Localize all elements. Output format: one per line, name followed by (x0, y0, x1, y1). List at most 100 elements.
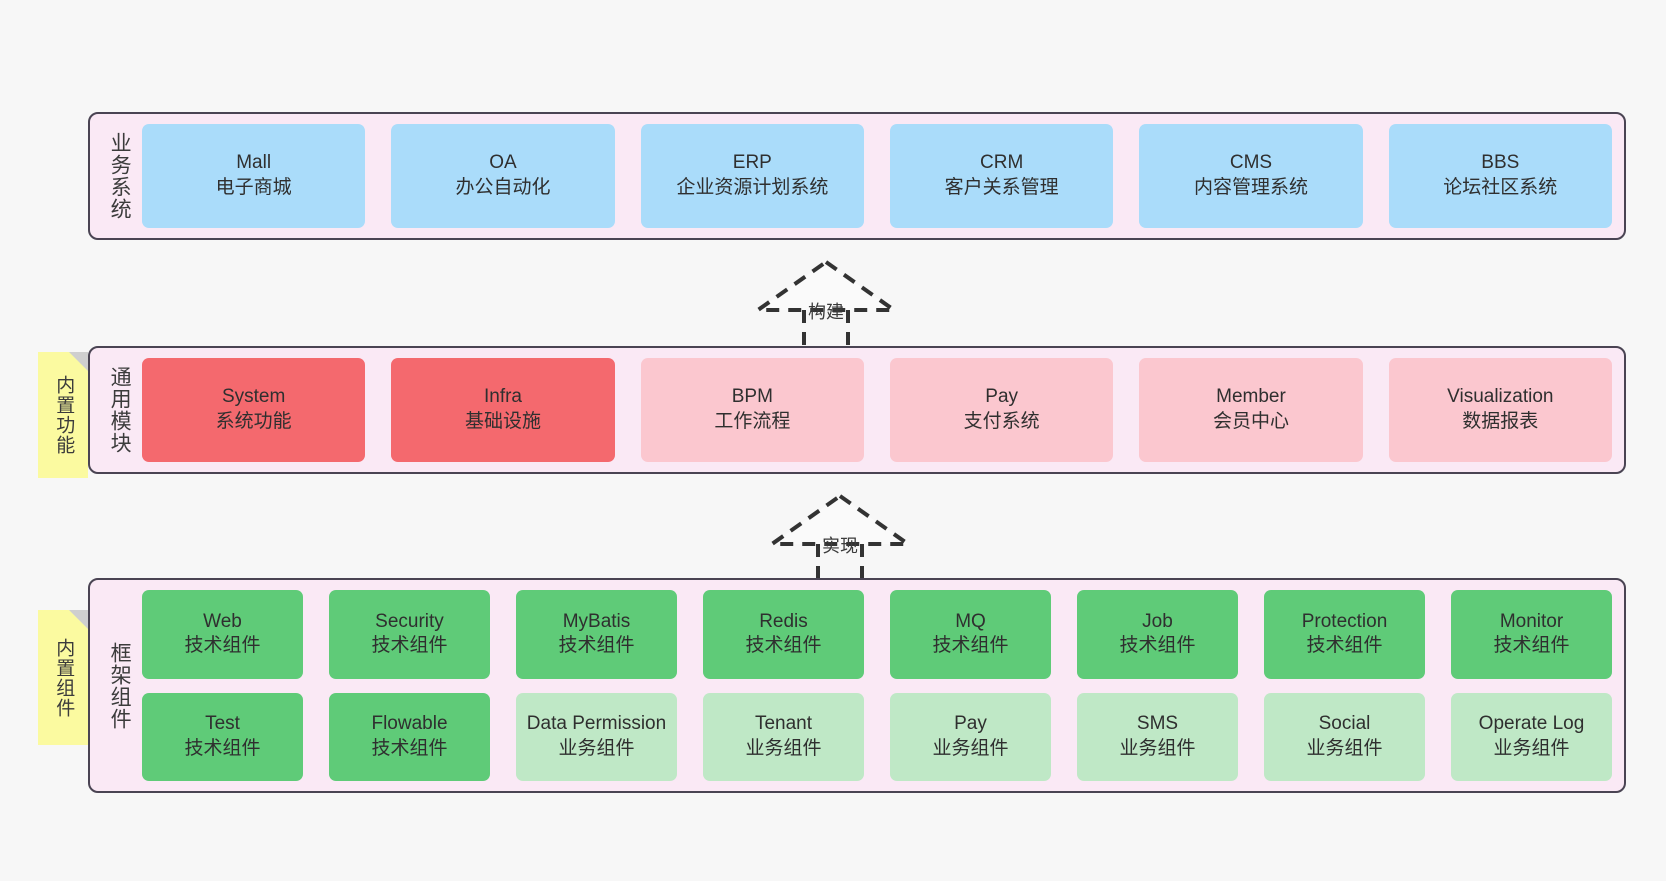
card-crm-cn: 客户关系管理 (944, 177, 1059, 198)
card-flowable-cn: 技术组件 (371, 737, 448, 759)
card-web-en: Web (203, 610, 242, 632)
card-mq-en: MQ (955, 610, 986, 632)
card-infra-cn: 基础设施 (464, 411, 541, 432)
sticky-fold-icon (69, 352, 88, 371)
layer-framework-body: Web 技术组件 Security 技术组件 MyBatis 技术组件 Redi… (142, 590, 1612, 781)
card-mq-cn: 技术组件 (932, 635, 1009, 657)
card-mall-en: Mall (236, 152, 272, 174)
card-mybatis[interactable]: MyBatis 技术组件 (516, 590, 677, 679)
sticky-fold-icon (69, 610, 88, 629)
card-tenant[interactable]: Tenant 业务组件 (703, 692, 864, 781)
card-bbs[interactable]: BBS 论坛社区系统 (1388, 124, 1612, 228)
card-social[interactable]: Social 业务组件 (1264, 692, 1425, 781)
card-oa-cn: 办公自动化 (455, 177, 551, 198)
card-oa[interactable]: OA 办公自动化 (391, 124, 615, 228)
card-flowable-en: Flowable (371, 713, 448, 735)
layer-framework-title: 框架组件 (108, 641, 132, 730)
card-visualization-cn: 数据报表 (1462, 411, 1539, 432)
layer-framework-row-tech: Web 技术组件 Security 技术组件 MyBatis 技术组件 Redi… (142, 590, 1612, 679)
layer-common-row: System 系统功能 Infra 基础设施 BPM 工作流程 Pay 支付系统… (142, 358, 1612, 462)
card-protection-en: Protection (1301, 610, 1388, 632)
card-erp[interactable]: ERP 企业资源计划系统 (640, 124, 864, 228)
card-cms[interactable]: CMS 内容管理系统 (1139, 124, 1363, 228)
card-bpm[interactable]: BPM 工作流程 (640, 358, 864, 462)
layer-framework-row-business: Test 技术组件 Flowable 技术组件 Data Permission … (142, 692, 1612, 781)
card-test-cn: 技术组件 (184, 737, 261, 759)
card-erp-cn: 企业资源计划系统 (676, 177, 829, 198)
card-mybatis-cn: 技术组件 (558, 635, 635, 657)
layer-business-systems: 业务系统 Mall 电子商城 OA 办公自动化 ERP 企业资源计划系统 CRM… (88, 112, 1626, 240)
card-mall[interactable]: Mall 电子商城 (142, 124, 366, 228)
card-cms-cn: 内容管理系统 (1193, 177, 1308, 198)
card-erp-en: ERP (732, 152, 772, 174)
card-member[interactable]: Member 会员中心 (1139, 358, 1363, 462)
card-visualization[interactable]: Visualization 数据报表 (1388, 358, 1612, 462)
card-infra-en: Infra (483, 386, 522, 408)
card-visualization-en: Visualization (1447, 386, 1554, 408)
card-cms-en: CMS (1229, 152, 1273, 174)
card-redis-en: Redis (759, 610, 808, 632)
card-redis-cn: 技术组件 (745, 635, 822, 657)
card-sms[interactable]: SMS 业务组件 (1077, 692, 1238, 781)
layer-business-row: Mall 电子商城 OA 办公自动化 ERP 企业资源计划系统 CRM 客户关系… (142, 124, 1612, 228)
card-pay-module[interactable]: Pay 支付系统 (889, 358, 1114, 462)
card-bbs-en: BBS (1481, 152, 1520, 174)
card-bbs-cn: 论坛社区系统 (1443, 177, 1558, 198)
card-data-permission-cn: 业务组件 (558, 737, 635, 759)
sticky-note-builtin-components: 内置组件 (38, 610, 88, 745)
card-redis[interactable]: Redis 技术组件 (703, 590, 864, 679)
card-web[interactable]: Web 技术组件 (142, 590, 303, 679)
card-job[interactable]: Job 技术组件 (1077, 590, 1238, 679)
card-member-cn: 会员中心 (1212, 411, 1289, 432)
card-security-cn: 技术组件 (371, 635, 448, 657)
card-data-permission[interactable]: Data Permission 业务组件 (516, 692, 677, 781)
card-operate-log-en: Operate Log (1478, 713, 1585, 735)
card-member-en: Member (1216, 386, 1286, 408)
card-bpm-en: BPM (731, 386, 773, 408)
card-pay-module-en: Pay (985, 386, 1019, 408)
card-infra[interactable]: Infra 基础设施 (391, 358, 615, 462)
card-social-en: Social (1318, 713, 1371, 735)
connector-build-label: 构建 (808, 302, 844, 322)
layer-framework-components: 框架组件 Web 技术组件 Security 技术组件 MyBatis 技术组件… (88, 578, 1626, 793)
card-crm[interactable]: CRM 客户关系管理 (889, 124, 1114, 228)
card-crm-en: CRM (980, 152, 1024, 174)
card-operate-log-cn: 业务组件 (1493, 737, 1570, 759)
sticky-note-builtin-features-label: 内置功能 (53, 375, 75, 455)
card-job-cn: 技术组件 (1119, 635, 1196, 657)
card-security-en: Security (375, 610, 444, 632)
card-pay-component-cn: 业务组件 (932, 737, 1009, 759)
card-monitor[interactable]: Monitor 技术组件 (1451, 590, 1612, 679)
sticky-note-builtin-features: 内置功能 (38, 352, 88, 478)
card-sms-cn: 业务组件 (1119, 737, 1196, 759)
card-test[interactable]: Test 技术组件 (142, 692, 303, 781)
card-oa-en: OA (489, 152, 517, 174)
connector-build: 构建 (746, 258, 906, 352)
card-bpm-cn: 工作流程 (714, 411, 791, 432)
connector-implement-label: 实现 (822, 536, 858, 556)
layer-business-body: Mall 电子商城 OA 办公自动化 ERP 企业资源计划系统 CRM 客户关系… (142, 124, 1612, 228)
card-pay-component[interactable]: Pay 业务组件 (890, 692, 1051, 781)
card-test-en: Test (205, 713, 240, 735)
card-flowable[interactable]: Flowable 技术组件 (329, 692, 490, 781)
layer-common-title: 通用模块 (108, 366, 132, 454)
card-job-en: Job (1142, 610, 1173, 632)
card-monitor-cn: 技术组件 (1493, 635, 1570, 657)
card-system-cn: 系统功能 (215, 411, 292, 432)
card-sms-en: SMS (1136, 713, 1179, 735)
card-system[interactable]: System 系统功能 (142, 358, 366, 462)
card-monitor-en: Monitor (1499, 610, 1564, 632)
card-system-en: System (221, 386, 286, 408)
layer-common-body: System 系统功能 Infra 基础设施 BPM 工作流程 Pay 支付系统… (142, 358, 1612, 462)
card-social-cn: 业务组件 (1306, 737, 1383, 759)
card-pay-module-cn: 支付系统 (963, 411, 1040, 432)
card-protection[interactable]: Protection 技术组件 (1264, 590, 1425, 679)
card-pay-component-en: Pay (954, 713, 987, 735)
card-operate-log[interactable]: Operate Log 业务组件 (1451, 692, 1612, 781)
card-mq[interactable]: MQ 技术组件 (890, 590, 1051, 679)
card-security[interactable]: Security 技术组件 (329, 590, 490, 679)
sticky-note-builtin-components-label: 内置组件 (53, 637, 75, 718)
layer-common-modules: 通用模块 System 系统功能 Infra 基础设施 BPM 工作流程 Pay… (88, 346, 1626, 474)
card-tenant-cn: 业务组件 (745, 737, 822, 759)
